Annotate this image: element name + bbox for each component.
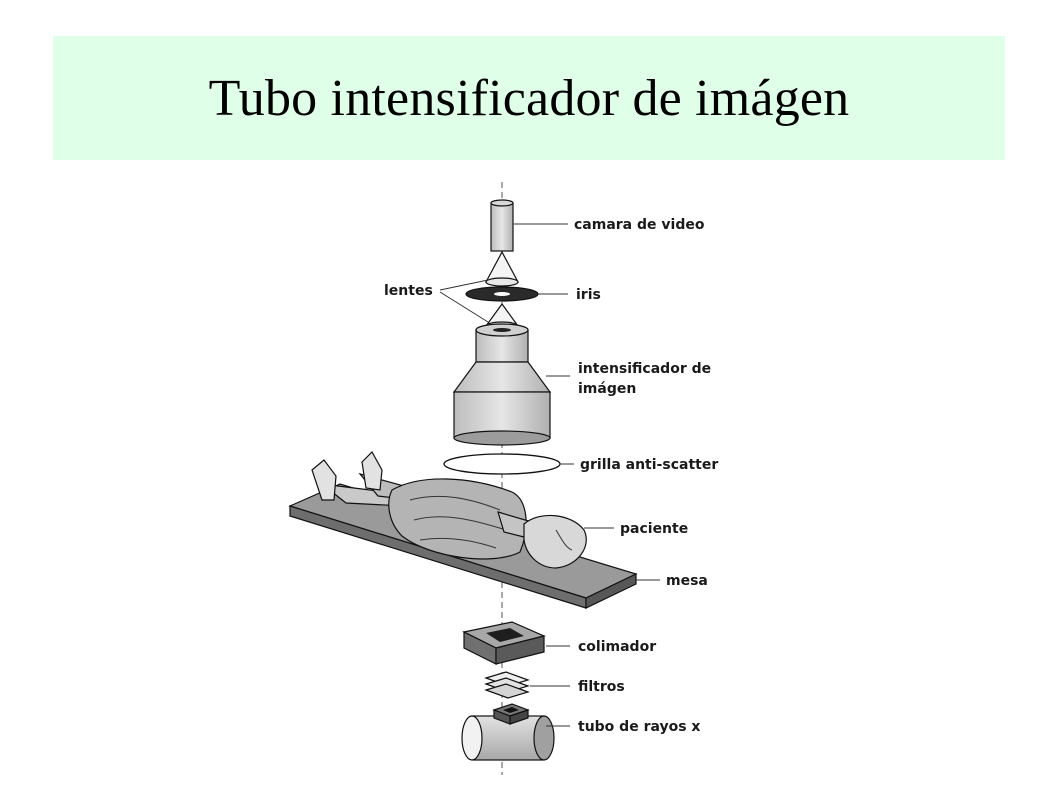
label-lentes: lentes <box>384 283 433 299</box>
title-band: Tubo intensificador de imágen <box>53 36 1005 160</box>
patient-part <box>311 451 587 569</box>
page-title: Tubo intensificador de imágen <box>208 69 850 127</box>
label-intensificador-line1: intensificador de <box>578 361 711 377</box>
label-paciente: paciente <box>620 521 688 537</box>
label-camara-de-video: camara de video <box>574 217 705 233</box>
upper-lens-part <box>485 250 519 287</box>
leader-lines <box>439 223 660 727</box>
filters-part <box>484 671 530 699</box>
label-iris: iris <box>576 287 601 303</box>
label-tubo-de-rayos-x: tubo de rayos x <box>578 719 700 735</box>
iris-part <box>465 286 539 302</box>
label-filtros: filtros <box>578 679 625 695</box>
label-intensificador-line2: imágen <box>578 381 636 397</box>
label-mesa: mesa <box>666 573 708 589</box>
label-colimador: colimador <box>578 639 656 655</box>
anti-scatter-grid-part <box>443 453 561 475</box>
image-intensifier-part <box>452 323 552 446</box>
label-grilla-anti-scatter: grilla anti-scatter <box>580 457 718 473</box>
collimator-part <box>462 621 546 665</box>
video-camera-part <box>490 199 514 252</box>
xray-tube-part <box>461 703 555 761</box>
